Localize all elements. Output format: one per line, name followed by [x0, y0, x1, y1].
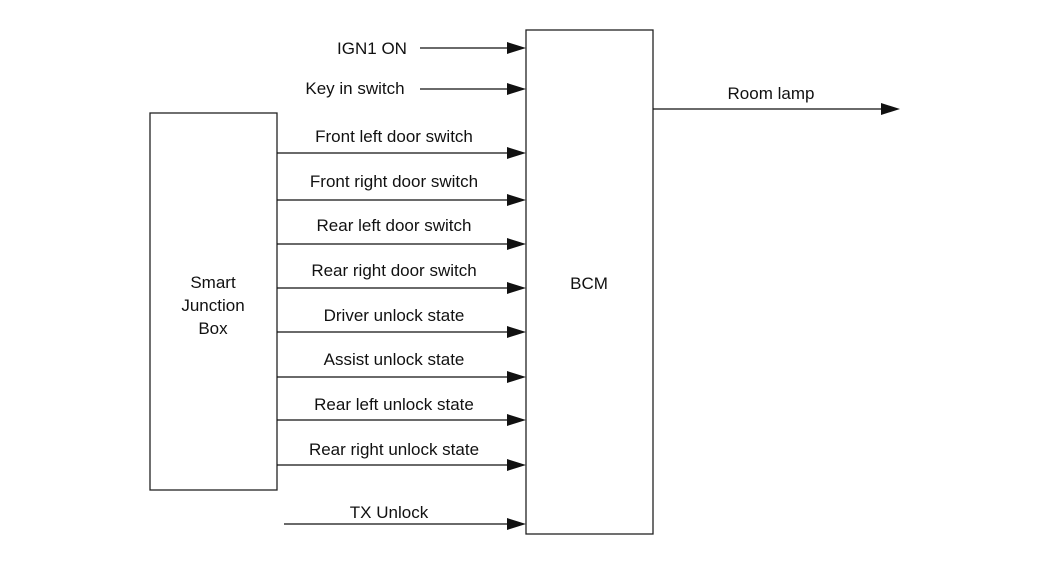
front-left-door-switch-arrowhead — [507, 147, 526, 159]
bcm-label: BCM — [570, 274, 608, 293]
rear-left-door-switch-arrowhead — [507, 238, 526, 250]
rear-left-unlock-state-label: Rear left unlock state — [314, 395, 474, 414]
ign1-on-label: IGN1 ON — [337, 39, 407, 58]
key-in-switch-arrowhead — [507, 83, 526, 95]
front-right-door-switch-label: Front right door switch — [310, 172, 478, 191]
rear-right-unlock-state-label: Rear right unlock state — [309, 440, 479, 459]
room-lamp-arrowhead — [881, 103, 900, 115]
rear-right-door-switch-label: Rear right door switch — [311, 261, 476, 280]
driver-unlock-state-arrowhead — [507, 326, 526, 338]
rear-right-door-switch-arrowhead — [507, 282, 526, 294]
assist-unlock-state-arrowhead — [507, 371, 526, 383]
front-right-door-switch-arrowhead — [507, 194, 526, 206]
tx-unlock-label: TX Unlock — [350, 503, 429, 522]
rear-right-unlock-state-arrowhead — [507, 459, 526, 471]
rear-left-door-switch-label: Rear left door switch — [317, 216, 472, 235]
front-left-door-switch-label: Front left door switch — [315, 127, 473, 146]
smart-junction-box-label-line2: Junction — [181, 296, 244, 315]
smart-junction-box-label-line1: Smart — [190, 273, 236, 292]
driver-unlock-state-label: Driver unlock state — [324, 306, 465, 325]
room-lamp-label: Room lamp — [728, 84, 815, 103]
key-in-switch-label: Key in switch — [305, 79, 404, 98]
rear-left-unlock-state-arrowhead — [507, 414, 526, 426]
assist-unlock-state-label: Assist unlock state — [324, 350, 465, 369]
ign1-on-arrowhead — [507, 42, 526, 54]
smart-junction-box-block — [149, 112, 278, 491]
bcm-block — [525, 29, 654, 535]
tx-unlock-arrowhead — [507, 518, 526, 530]
smart-junction-box-label-line3: Box — [198, 319, 228, 338]
